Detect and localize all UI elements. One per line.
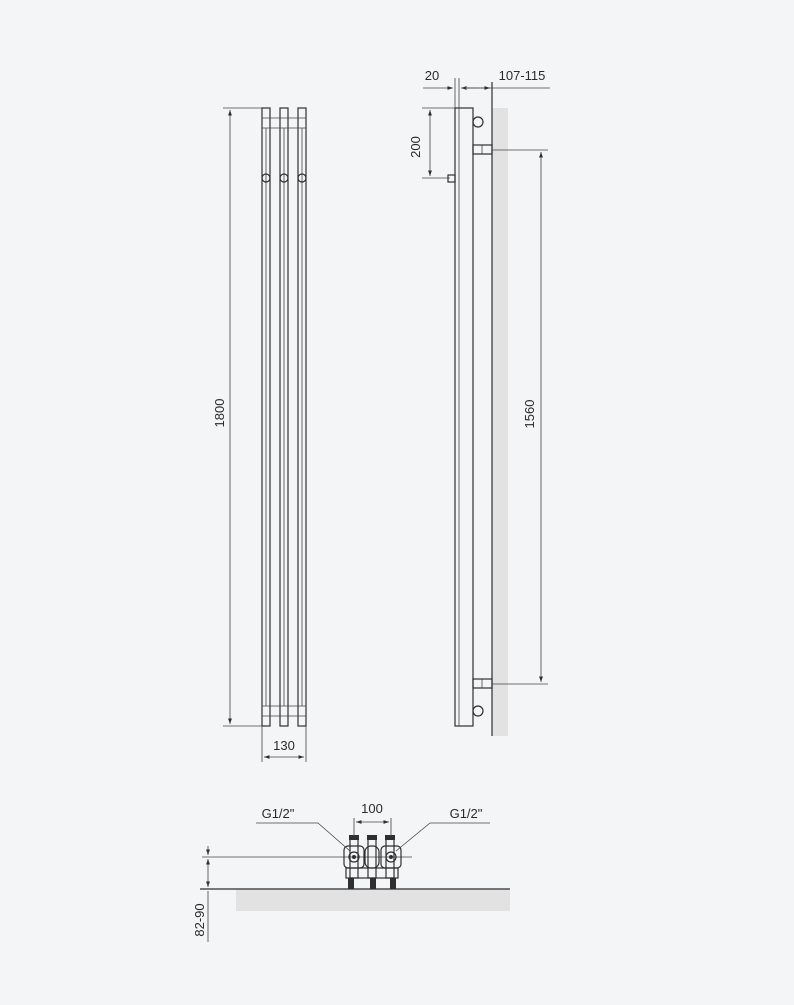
dimension-wall-depth-label: 107-115 xyxy=(499,68,546,83)
dimension-floor-height: 82-90 xyxy=(192,846,210,942)
connection-right-label: G1/2" xyxy=(450,806,483,821)
bottom-view: 100 G1/2" G1/2" 82-90 xyxy=(192,801,510,942)
dimension-valve-spacing-label: 100 xyxy=(361,801,383,816)
dimension-valve-spacing: 100 xyxy=(353,801,392,836)
radiator-column-right xyxy=(297,107,307,727)
side-view: 20 107-115 200 1560 xyxy=(408,68,550,736)
wall xyxy=(491,82,508,736)
connection-dots xyxy=(261,173,307,183)
dimension-bracket-spacing: 1560 xyxy=(492,149,548,685)
dimension-top-to-connection: 200 xyxy=(408,107,455,179)
dimension-wall-depth: 107-115 xyxy=(462,68,550,90)
dimension-height-total: 1800 xyxy=(212,107,262,727)
dimension-bracket-spacing-label: 1560 xyxy=(522,400,537,429)
dimension-height-total-label: 1800 xyxy=(212,399,227,428)
dimension-top-to-connection-label: 200 xyxy=(408,136,423,158)
radiator-column-left xyxy=(261,107,271,727)
wall-bracket-top xyxy=(472,116,493,155)
dimension-floor-height-label: 82-90 xyxy=(192,903,207,936)
dimension-width-total: 130 xyxy=(261,726,307,762)
connection-label-left: G1/2" xyxy=(256,806,351,852)
front-view: 1800 130 xyxy=(212,107,307,762)
valve-assembly xyxy=(343,835,402,889)
wall-bracket-bottom xyxy=(472,678,493,717)
radiator-side-body xyxy=(454,107,474,727)
connection-left-label: G1/2" xyxy=(262,806,295,821)
dimension-wall-offset-label: 20 xyxy=(425,68,439,83)
connection-label-right: G1/2" xyxy=(395,806,490,852)
dimension-width-total-label: 130 xyxy=(273,738,295,753)
floor xyxy=(200,888,510,911)
radiator-column-middle xyxy=(279,107,289,727)
